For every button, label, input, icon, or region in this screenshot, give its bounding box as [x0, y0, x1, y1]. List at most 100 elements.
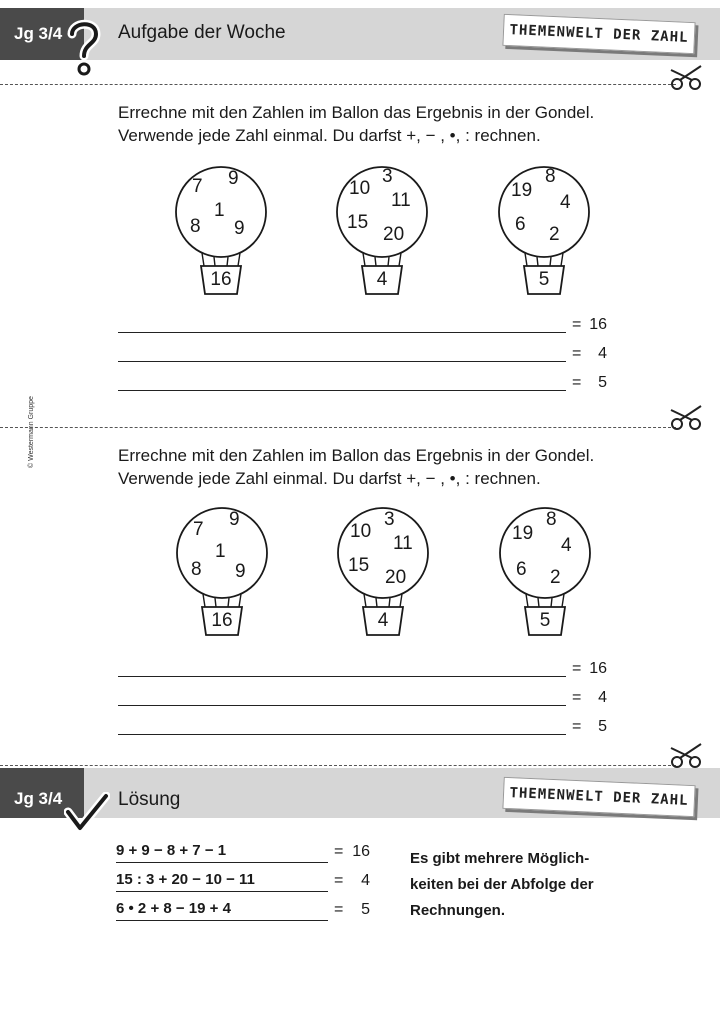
balloon-number: 3: [382, 166, 393, 187]
instruction-line-2: Verwende jede Zahl einmal. Du darfst +, …: [118, 126, 541, 145]
balloon-number: 11: [393, 533, 413, 554]
answer-equals: =: [572, 316, 582, 333]
gondola-target: 4: [376, 269, 388, 290]
page-title: Aufgabe der Woche: [118, 22, 286, 43]
cut-line: [0, 427, 676, 428]
balloon-1: 7 9 1 8 9 16: [166, 162, 276, 302]
balloon-number: 19: [511, 180, 533, 201]
balloon-number: 1: [214, 200, 225, 221]
instruction-line-1: Errechne mit den Zahlen im Ballon das Er…: [118, 446, 595, 465]
solution-value: 4: [361, 872, 370, 889]
balloon-1: 7 9 1 8 9 16: [167, 503, 277, 643]
balloon-number: 2: [549, 224, 560, 245]
cut-line: [0, 84, 676, 85]
balloon-shape: [175, 166, 267, 295]
balloon-2: 10 3 11 15 20 4: [328, 503, 438, 643]
balloon-3: 19 8 4 6 2 5: [489, 162, 599, 302]
solution-expression: 6 • 2 + 8 − 19 + 4: [116, 900, 231, 917]
balloon-number: 8: [545, 166, 556, 187]
balloon-number: 2: [550, 567, 561, 588]
answer-line[interactable]: [118, 705, 566, 706]
balloon-number: 4: [560, 192, 571, 213]
balloon-number: 6: [516, 559, 527, 580]
balloon-number: 7: [192, 176, 203, 197]
answer-value: 5: [598, 374, 607, 391]
balloon-number: 19: [512, 523, 534, 544]
solution-note-line: keiten bei der Abfolge der: [410, 876, 594, 893]
answer-equals: =: [572, 718, 582, 735]
balloon-shape: [498, 166, 590, 295]
balloon-number: 9: [228, 168, 239, 189]
answer-line[interactable]: [118, 734, 566, 735]
balloon-3: 19 8 4 6 2 5: [490, 503, 600, 643]
check-mark-icon: [64, 792, 110, 833]
scissors-icon: [670, 405, 702, 430]
balloon-number: 6: [515, 214, 526, 235]
instructions: Errechne mit den Zahlen im Ballon das Er…: [118, 444, 594, 490]
balloon-number: 20: [383, 224, 405, 245]
instruction-line-1: Errechne mit den Zahlen im Ballon das Er…: [118, 103, 595, 122]
balloon-shape: [499, 507, 591, 636]
balloon-number: 8: [546, 509, 557, 530]
balloon-number: 20: [385, 567, 407, 588]
balloon-shape: [336, 166, 428, 295]
answer-equals: =: [572, 345, 582, 362]
balloon-number: 9: [235, 561, 246, 582]
balloon-number: 15: [347, 212, 369, 233]
balloon-number: 4: [561, 535, 572, 556]
answer-line[interactable]: [118, 390, 566, 391]
solution-equals: =: [334, 843, 344, 860]
solution-expression: 15 : 3 + 20 − 10 − 11: [116, 871, 255, 888]
answer-value: 16: [589, 660, 607, 677]
answer-line[interactable]: [118, 676, 566, 677]
balloon-shape: [176, 507, 268, 636]
balloon-number: 8: [190, 216, 201, 237]
answer-line[interactable]: [118, 332, 566, 333]
balloon-number: 7: [193, 519, 204, 540]
balloon-number: 10: [350, 521, 372, 542]
balloon-2: 10 3 11 15 20 4: [327, 162, 437, 302]
solution-value: 5: [361, 901, 370, 918]
balloon-number: 3: [384, 509, 395, 530]
answer-equals: =: [572, 374, 582, 391]
answer-value: 5: [598, 718, 607, 735]
gondola-target: 5: [538, 269, 550, 290]
gondola-target: 16: [211, 610, 233, 631]
solution-note-line: Rechnungen.: [410, 902, 506, 919]
answer-line[interactable]: [118, 361, 566, 362]
solution-equals: =: [334, 872, 344, 889]
answer-equals: =: [572, 689, 582, 706]
balloon-number: 9: [234, 218, 245, 239]
balloon-number: 15: [348, 555, 370, 576]
solution-expression: 9 + 9 − 8 + 7 − 1: [116, 842, 227, 859]
solution-row: 9 + 9 − 8 + 7 − 1: [116, 842, 328, 863]
answer-equals: =: [572, 660, 582, 677]
solution-equals: =: [334, 901, 344, 918]
balloon-number: 8: [191, 559, 202, 580]
solution-row: 6 • 2 + 8 − 19 + 4: [116, 900, 328, 921]
balloon-number: 9: [229, 509, 240, 530]
solution-grade-label: Jg 3/4: [14, 789, 63, 808]
gondola-target: 5: [539, 610, 551, 631]
copyright: © Westermann Gruppe: [28, 396, 35, 468]
solution-note-line: Es gibt mehrere Möglich-: [410, 850, 590, 867]
gondola-target: 16: [210, 269, 232, 290]
scissors-icon: [670, 65, 702, 90]
gondola-target: 4: [377, 610, 389, 631]
balloon-shape: [337, 507, 429, 636]
scissors-icon: [670, 743, 702, 768]
grade-label: Jg 3/4: [14, 24, 63, 43]
balloon-number: 11: [391, 190, 411, 211]
solution-note: Es gibt mehrere Möglich- keiten bei der …: [410, 846, 594, 924]
answer-value: 16: [589, 316, 607, 333]
balloon-number: 10: [349, 178, 371, 199]
solution-row: 15 : 3 + 20 − 10 − 11: [116, 871, 328, 892]
instructions: Errechne mit den Zahlen im Ballon das Er…: [118, 101, 594, 147]
balloon-number: 1: [215, 541, 226, 562]
answer-value: 4: [598, 345, 607, 362]
solution-value: 16: [352, 843, 370, 860]
solution-title: Lösung: [118, 789, 181, 810]
question-mark-icon: [67, 19, 101, 76]
answer-value: 4: [598, 689, 607, 706]
instruction-line-2: Verwende jede Zahl einmal. Du darfst +, …: [118, 469, 541, 488]
